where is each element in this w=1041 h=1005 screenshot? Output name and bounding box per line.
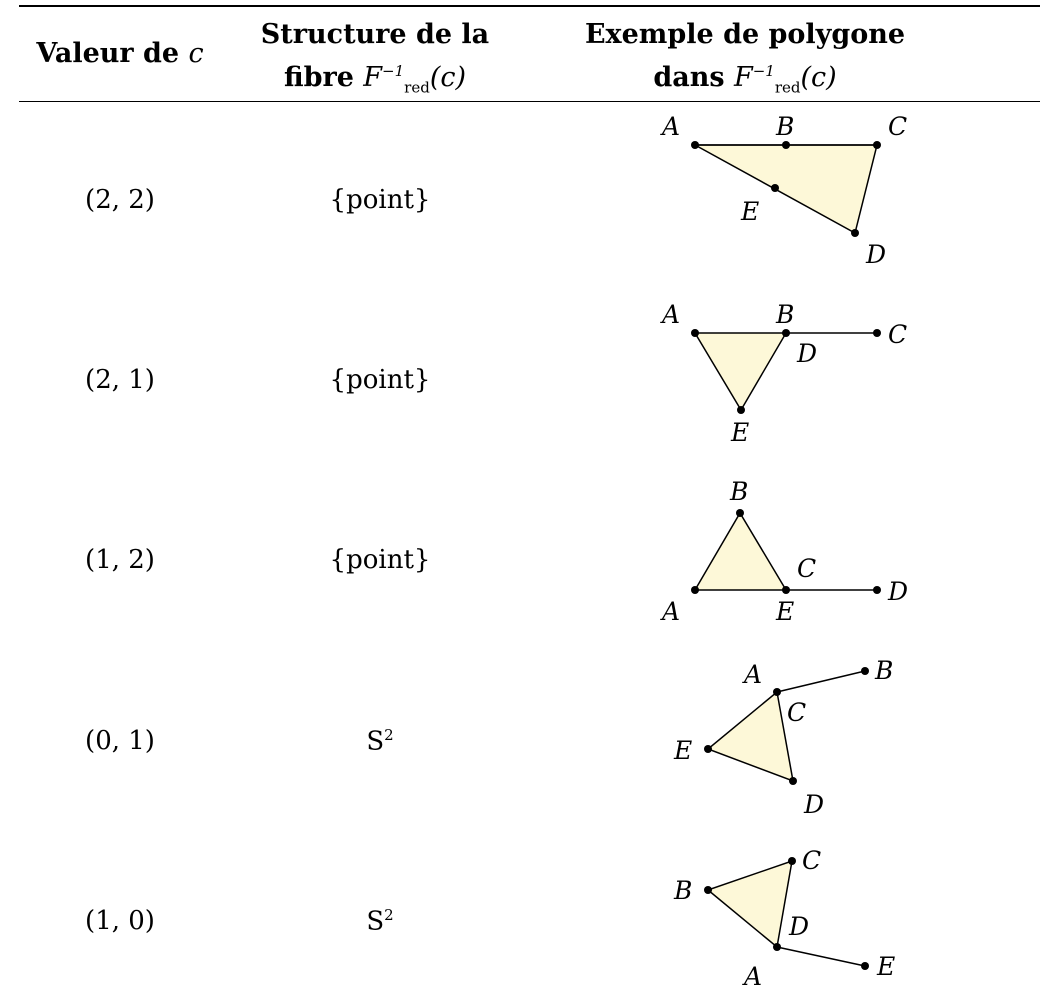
label-B: B (775, 112, 794, 141)
vertex-C (873, 141, 881, 149)
label-E: E (673, 736, 692, 765)
label-B: B (673, 876, 692, 905)
label-D: D (796, 339, 817, 368)
label-E: E (775, 597, 794, 626)
header-col2: Structure de la fibre F−1red(c) (260, 19, 490, 97)
label-D: D (803, 790, 824, 819)
row-value: (2, 1) (85, 365, 155, 395)
label-B: B (874, 656, 893, 685)
header-rule (19, 101, 1040, 102)
vertex-B (782, 141, 790, 149)
label-D: D (788, 912, 809, 941)
row-value: (1, 0) (85, 906, 155, 936)
header-col1: Valeur de c (36, 38, 204, 69)
polygon-row-4: A B C D E (673, 656, 893, 819)
vertex-D (851, 229, 859, 237)
label-D: D (865, 240, 886, 269)
row-value: (2, 2) (85, 185, 155, 215)
label-A: A (660, 112, 680, 141)
row-fibre: {point} (329, 365, 431, 395)
vertex-E (771, 184, 779, 192)
label-E: E (876, 952, 895, 981)
row-fibre: S2 (366, 906, 394, 937)
label-C: C (787, 698, 806, 727)
vertex-A (691, 141, 699, 149)
label-A: A (742, 962, 762, 991)
label-A: A (660, 597, 680, 626)
label-B: B (729, 477, 748, 506)
row-fibre: S2 (366, 726, 394, 757)
row-value: (0, 1) (85, 726, 155, 756)
label-B: B (775, 300, 794, 329)
label-E: E (740, 197, 759, 226)
label-D: D (887, 577, 908, 606)
label-C: C (888, 112, 907, 141)
label-C: C (888, 320, 907, 349)
polygon-fill (694, 144, 878, 235)
polygon-row-5: A B C D E (673, 846, 895, 991)
header-col3: Exemple de polygone dans F−1red(c) (584, 19, 906, 97)
polygon-row-3: A B C D E (660, 477, 908, 626)
row-fibre: {point} (329, 185, 431, 215)
label-A: A (660, 300, 680, 329)
label-A: A (742, 660, 762, 689)
polygon-row-2: A B C D E (660, 300, 907, 447)
row-value: (1, 2) (85, 545, 155, 575)
row-fibre: {point} (329, 545, 431, 575)
top-rule (19, 5, 1040, 7)
label-C: C (802, 846, 821, 875)
label-C: C (797, 554, 816, 583)
polygon-row-1: A B C D E (660, 112, 907, 269)
label-E: E (730, 418, 749, 447)
